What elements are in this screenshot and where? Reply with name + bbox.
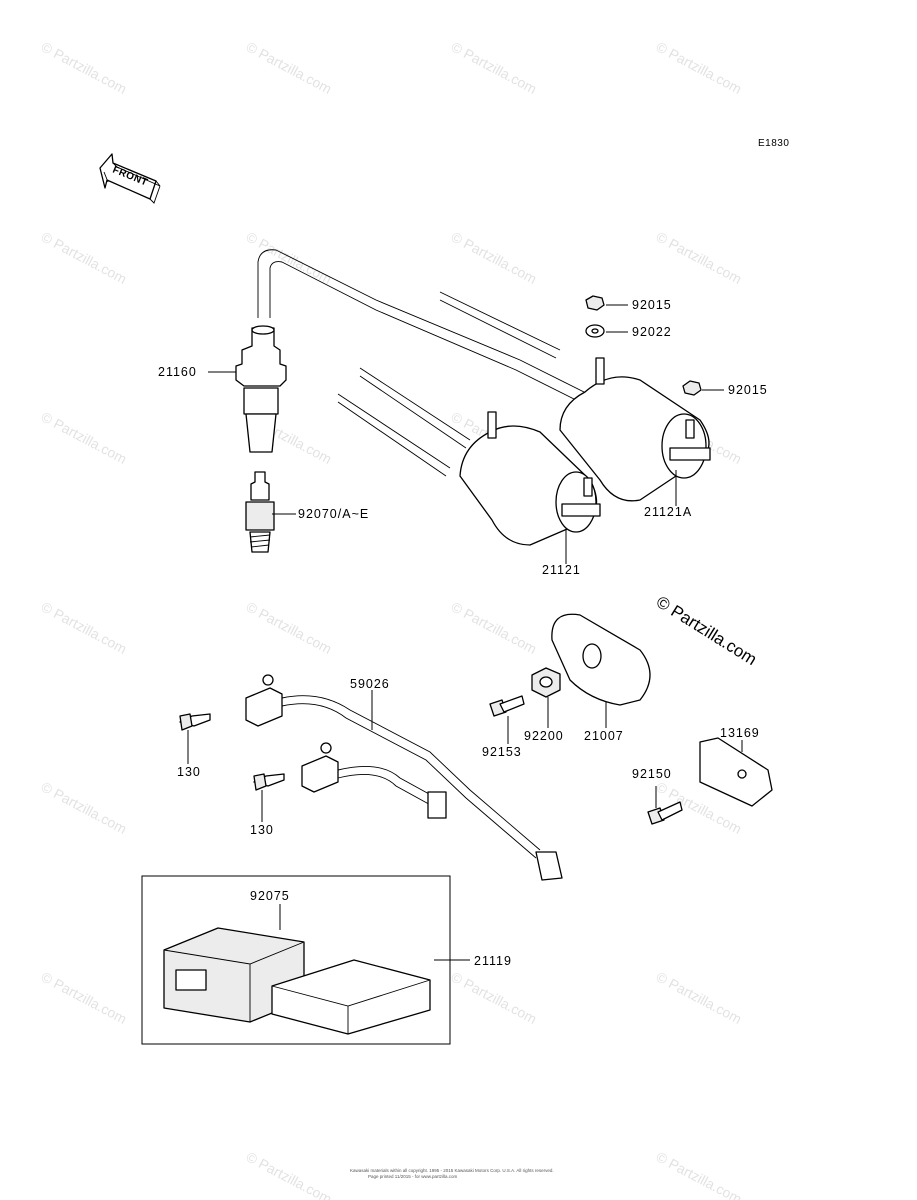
nut-92015-right	[682, 380, 702, 396]
bracket-13169	[699, 737, 773, 807]
front-arrow-icon: FRONT	[99, 153, 161, 204]
watermark: © Partzilla.com	[39, 39, 130, 97]
ignition-coil-21121	[337, 367, 601, 546]
watermark: © Partzilla.com	[244, 599, 335, 657]
washer-92022	[585, 324, 605, 338]
watermark: © Partzilla.com	[244, 39, 335, 97]
bolt-92150	[647, 801, 683, 825]
label-21119: 21119	[474, 954, 512, 968]
bolt-130-b	[253, 773, 285, 791]
label-59026: 59026	[350, 677, 390, 691]
watermark: © Partzilla.com	[449, 599, 540, 657]
spark-plug-92070	[245, 471, 275, 553]
bolt-130-a	[179, 713, 211, 731]
label-92200: 92200	[524, 729, 564, 743]
label-21121A: 21121A	[644, 505, 692, 519]
label-92015-right: 92015	[728, 383, 768, 397]
igniter-box-frame-21119	[141, 875, 451, 1045]
watermark: © Partzilla.com	[39, 229, 130, 287]
nut-92015-top	[585, 295, 605, 311]
copyright-line-2: Page printed 11/2015 - for www.partzilla…	[368, 1174, 457, 1179]
watermark: © Partzilla.com	[244, 229, 335, 287]
watermark-grid: © Partzilla.com © Partzilla.com © Partzi…	[39, 39, 745, 1200]
label-92070: 92070/A~E	[298, 507, 369, 521]
plug-cap-21160	[235, 249, 601, 453]
partzilla-watermark-large: © Partzilla.com	[653, 592, 760, 669]
watermark: © Partzilla.com	[39, 599, 130, 657]
diagram-code: E1830	[758, 138, 789, 149]
label-92153: 92153	[482, 745, 522, 759]
timing-rotor-21007	[551, 613, 651, 706]
nut-92200	[531, 667, 561, 698]
ignition-coil-21121A	[439, 291, 711, 502]
label-13169: 13169	[720, 726, 760, 740]
label-92150: 92150	[632, 767, 672, 781]
watermark: © Partzilla.com	[449, 229, 540, 287]
label-21121: 21121	[542, 563, 581, 577]
copyright-line-1: Kawasaki materials within all copyright.…	[350, 1168, 554, 1173]
watermark: © Partzilla.com	[449, 39, 540, 97]
bolt-92153	[489, 695, 525, 717]
watermark: © Partzilla.com	[654, 969, 745, 1027]
label-21007: 21007	[584, 729, 624, 743]
label-92022: 92022	[632, 325, 672, 339]
watermark: © Partzilla.com	[39, 969, 130, 1027]
pickup-coil-assembly-59026	[245, 674, 563, 881]
watermark: © Partzilla.com	[654, 229, 745, 287]
watermark: © Partzilla.com	[39, 409, 130, 467]
label-92015-top: 92015	[632, 298, 672, 312]
leader-lines	[187, 304, 743, 961]
watermark: © Partzilla.com	[449, 969, 540, 1027]
label-92075: 92075	[250, 889, 290, 903]
label-21160: 21160	[158, 365, 197, 379]
label-130-b: 130	[250, 823, 274, 837]
watermark: © Partzilla.com	[654, 39, 745, 97]
watermark: © Partzilla.com	[244, 1149, 335, 1200]
watermark: © Partzilla.com	[39, 779, 130, 837]
label-130-a: 130	[177, 765, 201, 779]
watermark: © Partzilla.com	[654, 1149, 745, 1200]
